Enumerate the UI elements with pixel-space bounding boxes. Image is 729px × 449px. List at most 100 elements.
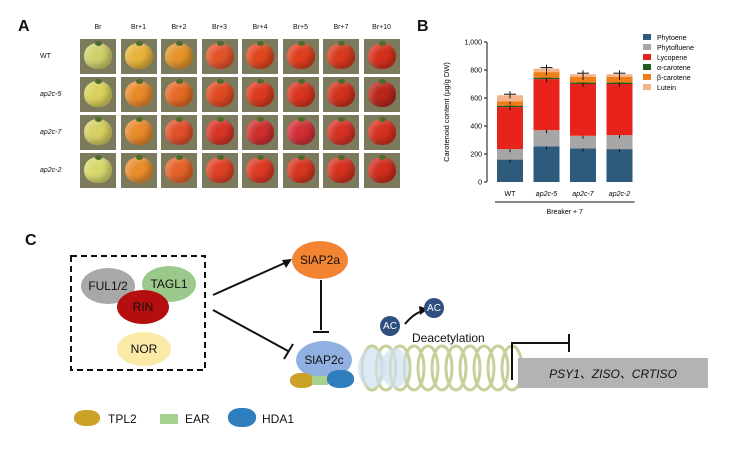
- fruit-calyx: [95, 117, 102, 122]
- fruit-calyx: [135, 79, 143, 84]
- fruit-calyx: [338, 117, 345, 122]
- legend-ear-swatch: [160, 414, 178, 424]
- fruit: [84, 81, 112, 107]
- fruit-calyx: [378, 155, 386, 160]
- fruit-calyx: [176, 155, 183, 160]
- fruit-photo: [201, 115, 238, 150]
- fruit: [327, 157, 355, 183]
- fruit-calyx: [338, 155, 345, 160]
- rin-label: RIN: [132, 300, 154, 314]
- y-tick-label: 0: [478, 180, 482, 187]
- fruit-calyx: [257, 41, 264, 46]
- fruit: [84, 43, 112, 69]
- fruit-calyx: [378, 79, 386, 84]
- fruit-calyx: [135, 155, 143, 160]
- fruit: [327, 119, 355, 145]
- fruit-photo: [323, 153, 359, 188]
- legend-label: β-carotene: [657, 75, 691, 82]
- promoter-bracket: [511, 342, 568, 380]
- hda1-shape: [327, 370, 354, 388]
- acetyl-mark-2: AC: [424, 298, 444, 318]
- fruit-calyx: [135, 41, 143, 46]
- fruit-calyx: [95, 41, 102, 46]
- fruit-photo: [363, 39, 400, 74]
- x-tick-label: WT: [505, 191, 517, 198]
- target-genes-box: PSY1、ZISO、CRTISO: [518, 358, 708, 388]
- fruit-photo: [242, 153, 278, 188]
- fruit: [367, 119, 396, 145]
- panel-a-letter: A: [18, 18, 30, 35]
- bar-segment: [570, 148, 596, 182]
- fruit-photo: [120, 39, 157, 74]
- fruit-photo: [120, 153, 157, 188]
- fruit: [124, 119, 153, 145]
- fruit: [165, 43, 193, 69]
- legend-hda1-swatch: [228, 408, 256, 427]
- fruit: [246, 157, 274, 183]
- fruit: [205, 119, 234, 145]
- fruit-photo: [201, 39, 238, 74]
- row-label: ap2c-5: [40, 91, 62, 98]
- fruit: [124, 157, 153, 183]
- bar-segment: [533, 146, 560, 182]
- legend-ear-label: EAR: [185, 412, 210, 426]
- fruit-photo: [120, 115, 157, 150]
- column-label: Br+4: [252, 24, 268, 31]
- fruit: [286, 81, 315, 107]
- legend-swatch: [643, 84, 651, 90]
- legend-swatch: [643, 74, 651, 80]
- legend-label: α-carotene: [657, 65, 691, 72]
- slap2c-label: SlAP2c: [304, 353, 344, 367]
- fruit-calyx: [297, 117, 305, 122]
- fruit-photo: [161, 115, 197, 150]
- fruit-calyx: [338, 41, 345, 46]
- fruit: [286, 43, 315, 69]
- nor-bubble: NOR: [117, 332, 171, 366]
- fruit-photo: [242, 77, 278, 112]
- fruit-photo: [363, 115, 400, 150]
- fruit-photo: [161, 153, 197, 188]
- bar-segment: [606, 149, 633, 182]
- fruit: [286, 119, 315, 145]
- fruit: [205, 81, 234, 107]
- fruit: [367, 81, 396, 107]
- fruit: [124, 43, 153, 69]
- nucleosome-2: [381, 348, 409, 388]
- fruit: [327, 43, 355, 69]
- column-label: Br+7: [333, 24, 349, 31]
- fruit-calyx: [297, 41, 305, 46]
- legend-hda1-label: HDA1: [262, 412, 295, 426]
- column-label: Br+3: [212, 24, 227, 31]
- activation-arrow-line: [212, 261, 288, 296]
- fruit-photo: [242, 39, 278, 74]
- fruit-calyx: [297, 155, 305, 160]
- fruit-calyx: [216, 155, 224, 160]
- bar-segment: [606, 135, 633, 150]
- fruit-calyx: [257, 155, 264, 160]
- fruit: [286, 157, 315, 183]
- fruit-calyx: [257, 117, 264, 122]
- y-tick-label: 400: [470, 124, 482, 131]
- fruit-calyx: [176, 117, 183, 122]
- y-tick-label: 1,000: [464, 40, 482, 47]
- fruit: [84, 157, 112, 183]
- fruit-photo: [161, 77, 197, 112]
- legend-swatch: [643, 34, 651, 40]
- fruit: [165, 157, 193, 183]
- fruit-photo: [80, 39, 116, 74]
- fruit-photo: [120, 77, 157, 112]
- fruit-calyx: [257, 79, 264, 84]
- fruit: [124, 81, 153, 107]
- y-axis-label: Carotenoid content (μg/g DW): [442, 62, 451, 162]
- fruit: [367, 157, 396, 183]
- fruit-calyx: [216, 41, 224, 46]
- column-label: Br+2: [171, 24, 187, 31]
- fruit-photo: [323, 39, 359, 74]
- y-tick-label: 800: [470, 68, 482, 75]
- group-label: Breaker + 7: [547, 209, 583, 216]
- deacetylation-label: Deacetylation: [412, 331, 485, 345]
- column-label: Br+1: [131, 24, 146, 31]
- legend-swatch: [643, 54, 651, 60]
